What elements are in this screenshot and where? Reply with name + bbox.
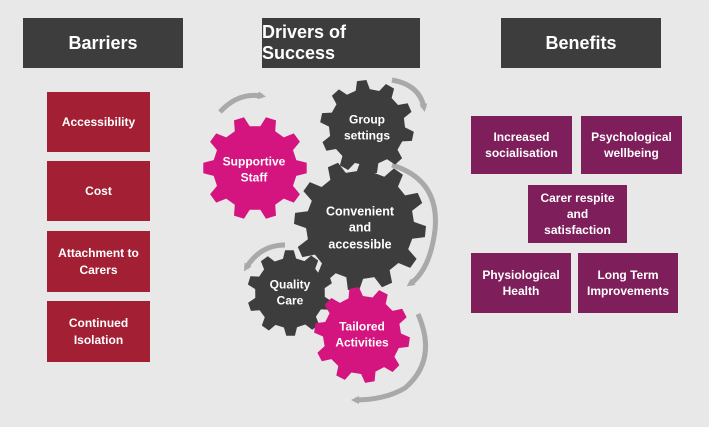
- driver-group-settings: Group settings: [343, 112, 391, 142]
- barrier-cost: Cost: [47, 161, 150, 221]
- barrier-attachment-to-carers: Attachment to Carers: [47, 231, 150, 292]
- barrier-continued-isolation: Continued Isolation: [47, 301, 150, 362]
- benefit-carer-respite: Carer respite and satisfaction: [528, 185, 627, 243]
- gear-group-settings: [320, 80, 414, 174]
- arrow-supportive: [218, 91, 266, 114]
- gear-supportive-staff: [203, 117, 307, 219]
- benefit-increased-socialisation: Increased socialisation: [471, 116, 572, 174]
- arrow-convenient: [391, 162, 438, 287]
- gear-tailored-activities: [314, 287, 410, 383]
- driver-supportive-staff: Supportive Staff: [222, 154, 286, 184]
- drivers-header: Drivers of Success: [262, 18, 420, 68]
- benefit-physiological-health: Physiological Health: [471, 253, 571, 313]
- barrier-accessibility: Accessibility: [47, 92, 150, 152]
- gear-convenient-accessible: [294, 159, 426, 291]
- gear-quality-care: [247, 250, 333, 336]
- benefit-long-term-improvements: Long Term Improvements: [578, 253, 678, 313]
- barriers-header: Barriers: [23, 18, 183, 68]
- arrow-quality: [243, 242, 286, 272]
- driver-quality-care: Quality Care: [269, 277, 311, 307]
- arrow-group: [391, 77, 428, 112]
- arrow-tailored: [351, 313, 429, 404]
- driver-tailored-activities: Tailored Activities: [335, 319, 389, 349]
- driver-convenient-accessible: Convenient and accessible: [325, 204, 395, 252]
- benefit-psychological-wellbeing: Psychological wellbeing: [581, 116, 682, 174]
- benefits-header: Benefits: [501, 18, 661, 68]
